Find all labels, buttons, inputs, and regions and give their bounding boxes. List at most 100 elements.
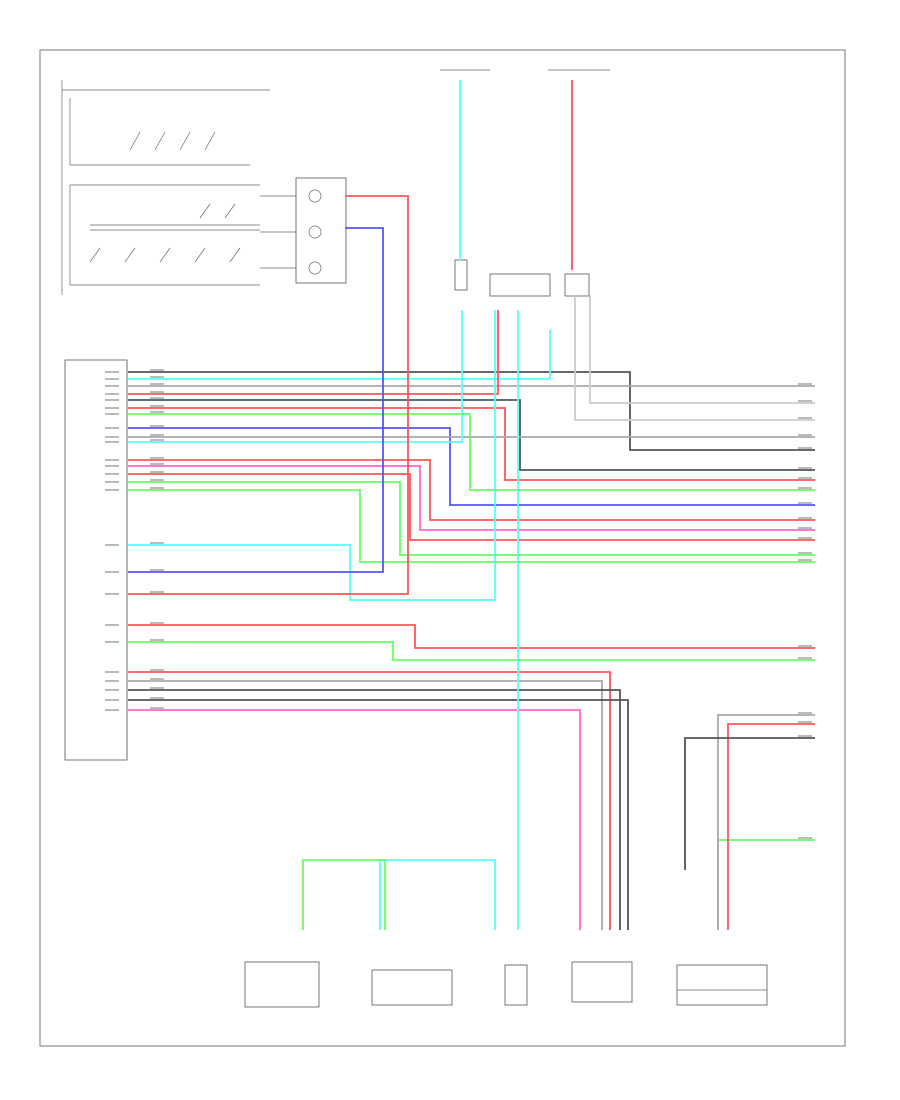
wire-6 [128,413,815,491]
wire-0 [128,371,815,451]
terminal-label-mark-8 [798,502,812,504]
wire-7 [128,427,815,506]
wire-21 [128,680,603,930]
terminal-label-mark-3 [798,434,812,436]
wire-label-mark-11 [150,463,164,465]
wire-label-mark-4 [150,397,164,399]
pin-label-mark-6 [105,413,119,415]
wire-9 [128,310,463,443]
wire-19 [128,641,815,661]
wire-label-mark-2 [150,383,164,385]
wire-label-mark-23 [150,697,164,699]
wire-12 [128,473,815,541]
pin-label-mark-14 [105,489,119,491]
terminal-label-mark-7 [798,487,812,489]
wire-20 [128,671,611,930]
pin-label-mark-10 [105,459,119,461]
wire-18 [128,624,815,649]
spiral-cable-sub-assembly [260,177,347,284]
wire-label-mark-19 [150,639,164,641]
pin-label-mark-21 [105,680,119,682]
wire-label-mark-10 [150,457,164,459]
terminal-label-mark-6 [798,477,812,479]
terminal-label-mark-1 [798,400,812,402]
wire-10 [128,459,815,521]
wire-label-mark-3 [150,391,164,393]
top-junction-connector [440,69,610,297]
pin-label-mark-3 [105,393,119,395]
terminal-label-mark-13 [798,559,812,561]
wire-23 [128,699,629,930]
wire-label-mark-16 [150,569,164,571]
terminal-label-mark-12 [798,552,812,554]
wire-22 [128,689,621,930]
terminal-label-mark-14 [798,645,812,647]
diagram-border [39,49,846,1047]
terminal-label-mark-16 [798,712,812,714]
wire-label-mark-14 [150,487,164,489]
wire-30 [727,723,815,930]
wire-15 [128,310,496,601]
wire-label-mark-5 [150,405,164,407]
wire-group [128,80,815,930]
wire-label-mark-18 [150,622,164,624]
pin-label-mark-5 [105,407,119,409]
wire-35 [574,295,815,421]
wire-label-mark-22 [150,687,164,689]
terminal-label-mark-2 [798,417,812,419]
wire-label-mark-7 [150,425,164,427]
pin-label-mark-11 [105,465,119,467]
wire-label-mark-13 [150,479,164,481]
terminal-label-mark-19 [798,837,812,839]
wire-label-mark-8 [150,434,164,436]
terminal-label-mark-0 [798,383,812,385]
pin-label-mark-12 [105,473,119,475]
stereo-jack-adapter-box [571,961,633,1003]
steering-pad-switch-box [244,961,320,1008]
pin-label-mark-24 [105,709,119,711]
pin-label-mark-18 [105,624,119,626]
wire-28 [302,859,386,930]
wire-label-mark-0 [150,369,164,371]
wire-16 [128,227,384,573]
wire-label-mark-1 [150,376,164,378]
pin-label-mark-7 [105,427,119,429]
pin-label-mark-4 [105,399,119,401]
pin-label-mark-23 [105,699,119,701]
pin-label-mark-17 [105,593,119,595]
terminal-label-mark-18 [798,735,812,737]
wire-4 [128,399,815,471]
navigation-antenna-box [371,969,453,1006]
wire-label-mark-9 [150,439,164,441]
wire-14 [128,489,815,563]
wire-27 [379,859,496,930]
pin-label-mark-22 [105,689,119,691]
terminal-label-mark-9 [798,517,812,519]
pin-label-mark-2 [105,385,119,387]
pin-label-mark-19 [105,641,119,643]
telephone-microphone-box [676,964,768,1006]
wire-11 [128,465,815,531]
wire-label-mark-20 [150,669,164,671]
terminal-label-mark-15 [798,657,812,659]
wire-34 [589,295,815,404]
wire-1 [128,330,551,380]
terminal-label-mark-10 [798,527,812,529]
terminal-label-mark-17 [798,721,812,723]
gps-antenna-box [504,964,528,1006]
radio-receiver-assembly [64,359,128,761]
terminal-label-mark-11 [798,537,812,539]
wire-17 [128,195,409,595]
wire-label-mark-21 [150,678,164,680]
pin-label-mark-16 [105,571,119,573]
wire-label-mark-15 [150,542,164,544]
pin-label-mark-15 [105,544,119,546]
label-marks [105,369,812,839]
pin-label-mark-20 [105,671,119,673]
terminal-label-mark-4 [798,447,812,449]
pin-label-mark-8 [105,436,119,438]
wire-13 [128,481,815,556]
wire-32 [684,737,815,870]
wire-5 [128,407,815,481]
